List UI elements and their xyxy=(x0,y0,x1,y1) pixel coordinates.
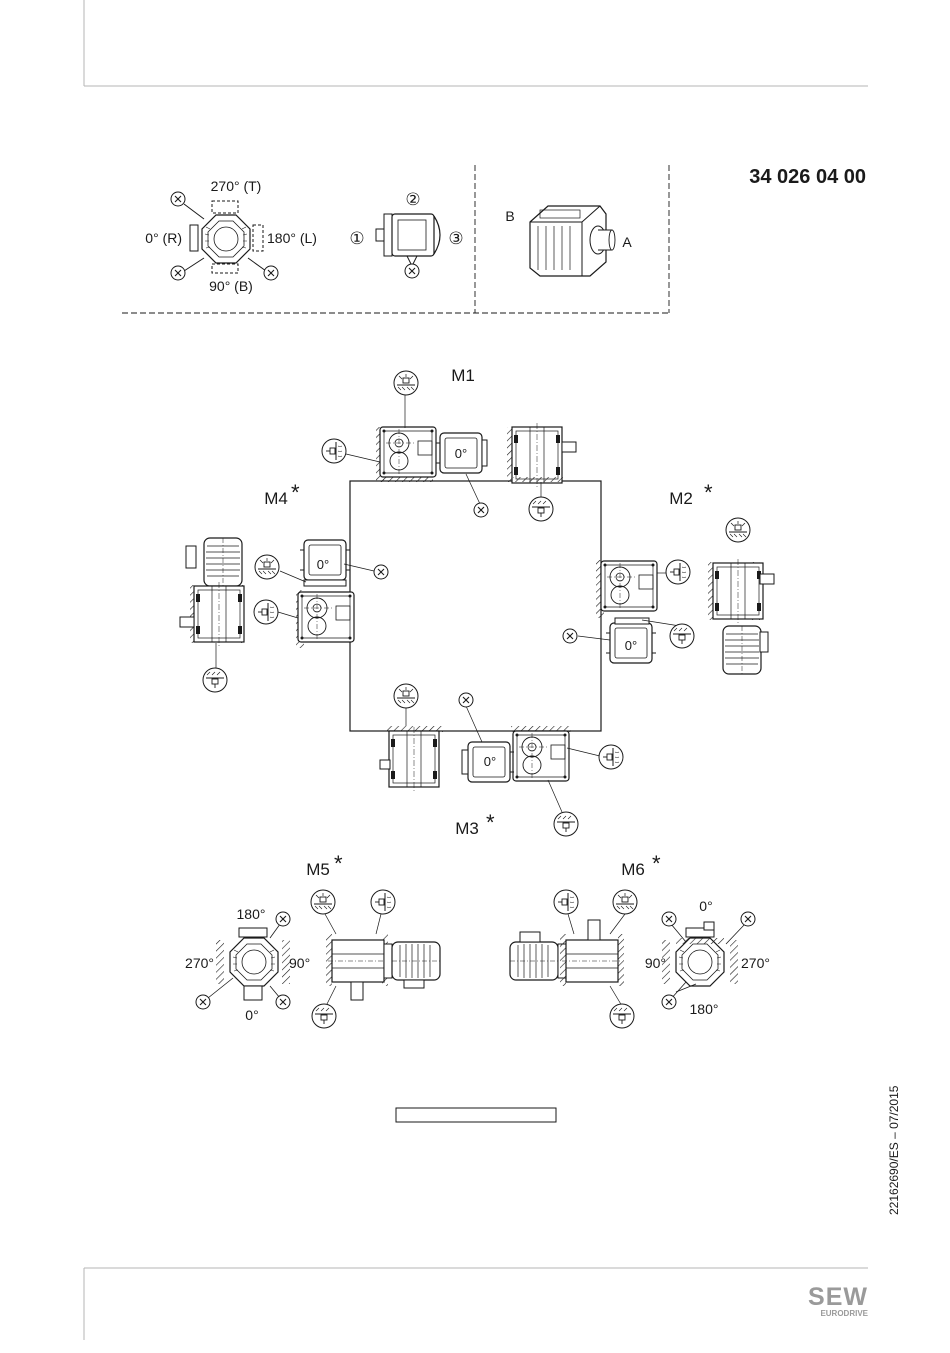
position-1-label: ① xyxy=(349,229,364,248)
position-2-label: ② xyxy=(405,190,420,209)
m5-angle-right: 90° xyxy=(289,955,310,971)
oil-drain-plug-icon xyxy=(610,1004,634,1028)
m3-label: M3 xyxy=(455,819,479,838)
brand-sub: EURODRIVE xyxy=(820,1309,868,1318)
oil-level-plug-icon xyxy=(371,890,395,914)
oil-level-plug-icon xyxy=(554,890,578,914)
breather-valve-icon xyxy=(394,371,418,395)
x-marker-icon xyxy=(374,565,388,579)
document-side-code: 22162690/ES – 07/2015 xyxy=(887,1085,901,1215)
gearbox-3d-illustration: B A xyxy=(505,206,632,276)
side-b-label: B xyxy=(505,208,514,224)
mounting-position-m4: M4 * 0° xyxy=(180,480,388,692)
m4-star: * xyxy=(291,480,300,505)
breather-valve-icon xyxy=(613,890,637,914)
brand-name: SEW xyxy=(808,1283,868,1311)
m5-star: * xyxy=(334,851,343,876)
terminal-position-diagram: ② ① ③ xyxy=(349,190,463,278)
side-a-label: A xyxy=(622,234,632,250)
m5-angle-top: 180° xyxy=(237,906,266,922)
breather-valve-icon xyxy=(311,890,335,914)
x-marker-icon xyxy=(196,995,210,1009)
oil-drain-plug-icon xyxy=(203,668,227,692)
m4-zero-label: 0° xyxy=(317,557,329,572)
x-marker-icon xyxy=(276,995,290,1009)
m2-zero-label: 0° xyxy=(625,638,637,653)
mounting-position-m1: M1 0° xyxy=(322,366,576,521)
oil-level-plug-icon xyxy=(666,560,690,584)
oil-level-plug-icon xyxy=(599,745,623,769)
m6-angle-bottom: 180° xyxy=(690,1001,719,1017)
m5-angle-left: 270° xyxy=(185,955,214,971)
m6-angle-right: 270° xyxy=(741,955,770,971)
breather-valve-icon xyxy=(726,518,750,542)
sew-eurodrive-logo: SEW EURODRIVE xyxy=(808,1283,869,1318)
m6-star: * xyxy=(652,851,661,876)
m1-zero-label: 0° xyxy=(455,446,467,461)
angle-bottom-label: 90° (B) xyxy=(209,278,253,294)
mounting-position-m2: M2 * 0° xyxy=(563,480,774,674)
x-marker-icon xyxy=(459,693,473,707)
x-marker-icon xyxy=(405,264,419,278)
x-marker-icon xyxy=(171,266,185,280)
oil-drain-plug-icon xyxy=(312,1004,336,1028)
m6-angle-left: 90° xyxy=(645,955,666,971)
m2-label: M2 xyxy=(669,489,693,508)
m5-label: M5 xyxy=(306,860,330,879)
breather-valve-icon xyxy=(255,555,279,579)
oil-drain-plug-icon xyxy=(554,812,578,836)
x-marker-icon xyxy=(264,266,278,280)
angle-right-label: 180° (L) xyxy=(267,230,317,246)
oil-drain-plug-icon xyxy=(670,624,694,648)
angle-left-label: 0° (R) xyxy=(145,230,182,246)
caption-box xyxy=(396,1108,556,1122)
x-marker-icon xyxy=(276,912,290,926)
m3-star: * xyxy=(486,810,495,835)
m5-angle-bottom: 0° xyxy=(245,1007,258,1023)
position-3-label: ③ xyxy=(448,229,463,248)
x-marker-icon xyxy=(474,503,488,517)
m2-star: * xyxy=(704,480,713,505)
m6-label: M6 xyxy=(621,860,645,879)
x-marker-icon xyxy=(171,192,185,206)
angle-reference-diagram: 270° (T) 0° (R) 180° (L) 90° (B) xyxy=(145,178,317,294)
document-number: 34 026 04 00 xyxy=(749,166,866,188)
angle-top-label: 270° (T) xyxy=(211,178,262,194)
m3-zero-label: 0° xyxy=(484,754,496,769)
breather-valve-icon xyxy=(394,684,418,708)
x-marker-icon xyxy=(662,912,676,926)
x-marker-icon xyxy=(662,995,676,1009)
mounting-position-m6: M6 * 0° 90° 270° xyxy=(510,851,770,1028)
mounting-frame xyxy=(350,481,601,731)
x-marker-icon xyxy=(741,912,755,926)
oil-level-plug-icon xyxy=(322,439,346,463)
oil-drain-plug-icon xyxy=(529,497,553,521)
m1-label: M1 xyxy=(451,366,475,385)
mounting-position-m3: M3 * 0° xyxy=(380,684,623,838)
mounting-position-m5: M5 * 180° 270° 90° 0° xyxy=(185,851,440,1028)
m6-angle-top: 0° xyxy=(699,898,712,914)
m4-label: M4 xyxy=(264,489,288,508)
x-marker-icon xyxy=(563,629,577,643)
oil-level-plug-icon xyxy=(254,600,278,624)
